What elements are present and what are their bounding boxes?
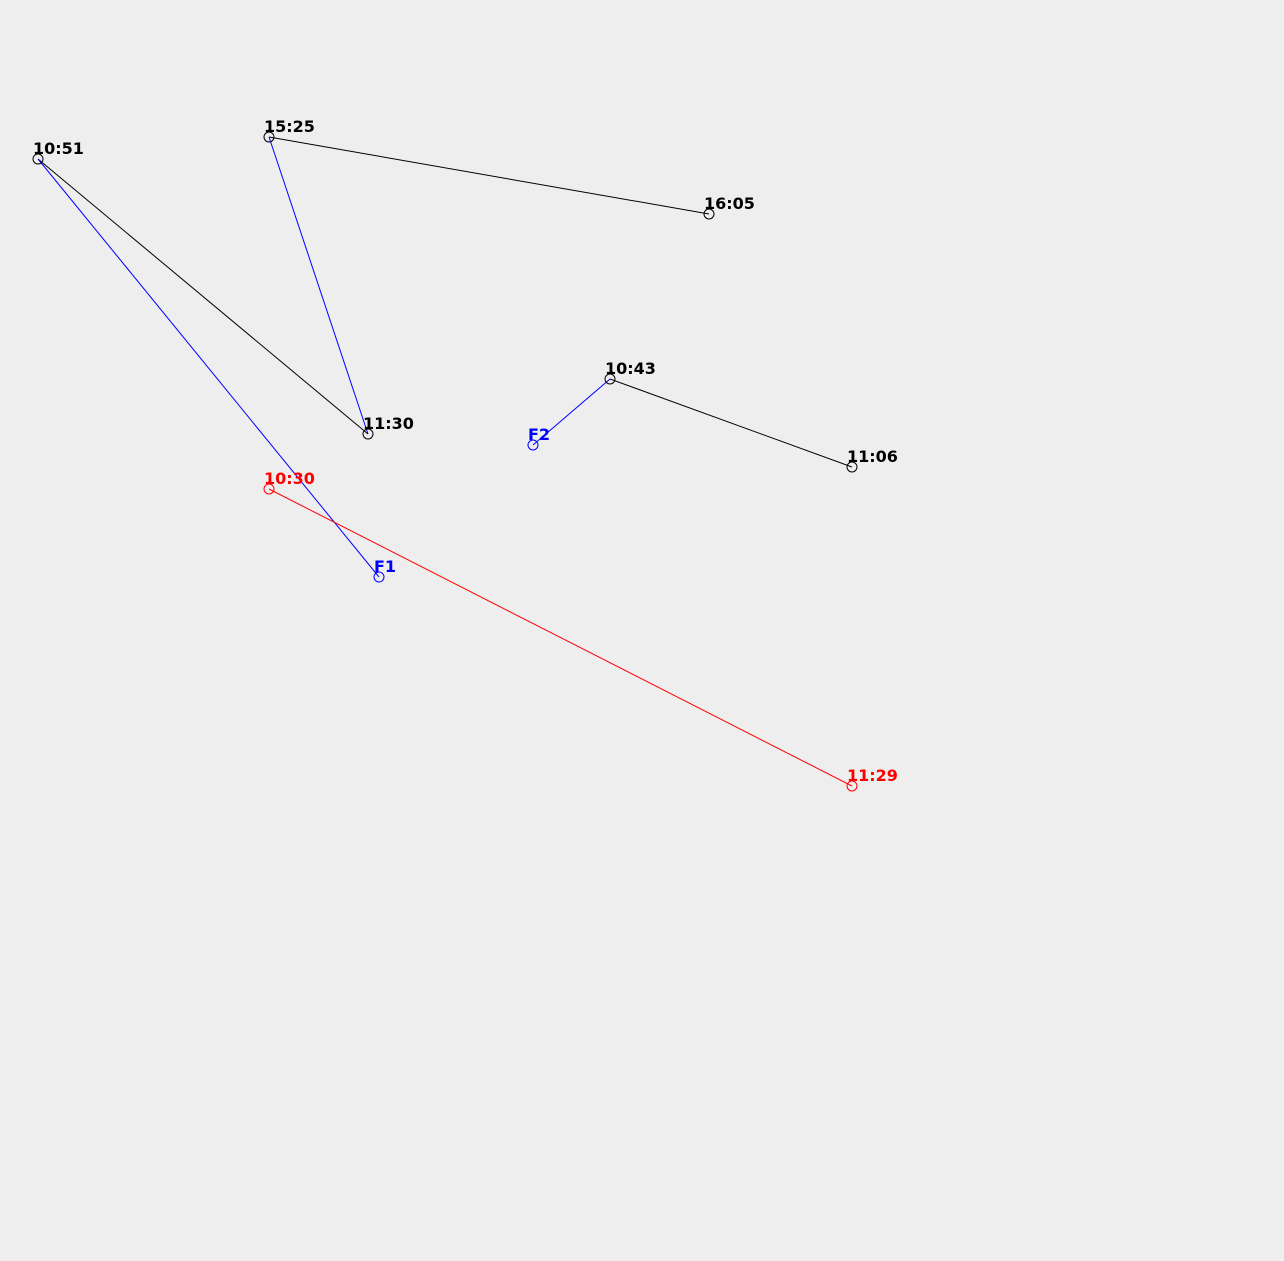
node-label: 11:29 [847,766,898,785]
edge-n1043-n1106 [609,378,853,468]
node-marker [703,208,715,220]
node-marker [263,131,275,143]
node-label: 16:05 [704,194,755,213]
node-n1605[interactable]: 16:05 [703,194,755,220]
node-marker [527,439,539,451]
node-label: 10:51 [33,139,84,158]
edge-n1525-n1130 [268,136,369,435]
edge-nF2-n1043 [532,378,611,446]
node-label: 15:25 [264,117,315,136]
node-n1030[interactable]: 10:30 [263,469,315,495]
node-n1106[interactable]: 11:06 [846,447,898,473]
edge-n1525-n1605 [268,136,710,215]
node-label: F1 [374,557,396,576]
node-label: F2 [528,425,550,444]
node-n1525[interactable]: 15:25 [263,117,315,143]
node-n1129[interactable]: 11:29 [846,766,898,792]
node-label: 11:06 [847,447,898,466]
node-marker [373,571,385,583]
edge-n1051-n1130 [37,158,369,435]
node-label: 10:43 [605,359,656,378]
node-label: 11:30 [363,414,414,433]
node-marker [846,780,858,792]
edge-n1051-nF1 [37,158,380,578]
edge-n1030-n1129 [268,488,853,787]
node-marker [362,428,374,440]
node-label: 10:30 [264,469,315,488]
node-nF2[interactable]: F2 [527,425,550,451]
node-nF1[interactable]: F1 [373,557,396,583]
node-marker [263,483,275,495]
node-n1130[interactable]: 11:30 [362,414,414,440]
node-n1051[interactable]: 10:51 [32,139,84,165]
node-n1043[interactable]: 10:43 [604,359,656,385]
edges [37,136,853,787]
node-marker [32,153,44,165]
node-marker [846,461,858,473]
node-marker [604,373,616,385]
